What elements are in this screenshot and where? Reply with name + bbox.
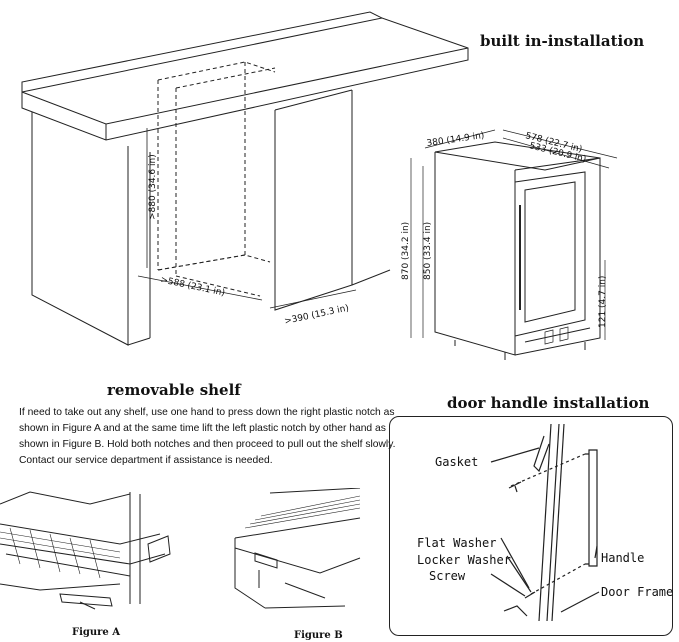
unit-height-body-label: 850 (33.4 in) <box>423 222 433 280</box>
unit-kick-label: 121 (4.7 in) <box>598 276 608 328</box>
gasket-label: Gasket <box>435 455 478 469</box>
instruction-line: shown in Figure B. Hold both notches and… <box>19 439 396 450</box>
figure-a-caption: Figure A <box>72 627 121 638</box>
door-handle-diagram-box <box>389 416 673 636</box>
screw-label: Screw <box>429 569 466 583</box>
cabinet-height-label: >880 (34.6 in) <box>148 154 158 220</box>
cabinet-width-label: >588 (23.1 in) <box>159 275 225 298</box>
flat-washer-label: Flat Washer <box>417 536 496 550</box>
unit-dimensions-drawing: 380 (14.9 in) 578 (22.7 in) 533 (20.9 in… <box>401 129 618 360</box>
figure-a-drawing <box>0 491 171 610</box>
removable-shelf-heading: removable shelf <box>107 381 241 399</box>
shelf-removal-instructions: If need to take out any shelf, use one h… <box>19 405 396 469</box>
built-in-installation-heading: built in-installation <box>480 32 645 50</box>
cabinet-depth-label: >390 (15.3 in) <box>284 303 350 326</box>
locker-washer-label: Locker Washer <box>417 553 511 567</box>
instruction-line: shown in Figure A and at the same time l… <box>19 423 386 434</box>
door-frame-label: Door Frame <box>601 585 673 599</box>
unit-width-label: 380 (14.9 in) <box>426 131 485 149</box>
instruction-line: Contact our service department if assist… <box>19 455 273 466</box>
unit-height-total-label: 870 (34.2 in) <box>401 222 411 280</box>
door-handle-installation-heading: door handle installation <box>447 394 650 412</box>
instruction-line: If need to take out any shelf, use one h… <box>19 407 395 418</box>
cabinet-cutout-drawing: >880 (34.6 in) >588 (23.1 in) >390 (15.3… <box>21 11 469 346</box>
figure-b-drawing <box>234 488 361 609</box>
figure-b-caption: Figure B <box>294 630 343 641</box>
handle-label: Handle <box>601 551 644 565</box>
door-handle-diagram: Gasket Flat Washer Locker Washer Screw H… <box>417 423 673 622</box>
